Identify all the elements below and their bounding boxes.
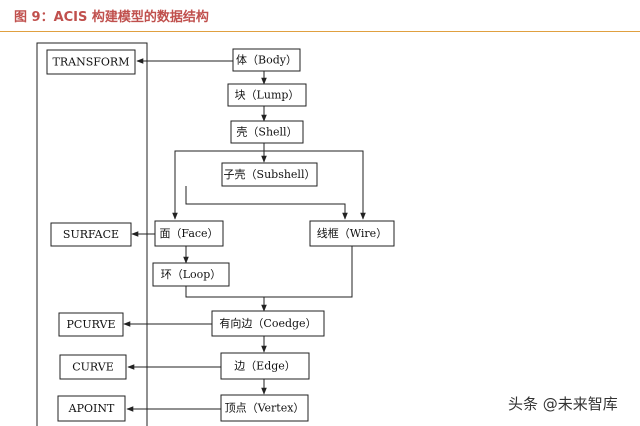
node-body: 体（Body） <box>232 48 301 72</box>
node-curve-label: CURVE <box>72 361 114 374</box>
node-edge-label: 边（Edge） <box>234 360 296 373</box>
edge-shell-face <box>172 150 264 220</box>
node-apoint-label: APOINT <box>68 402 115 415</box>
edge-subshell-wire <box>185 186 348 220</box>
node-surface-label: SURFACE <box>63 228 119 241</box>
node-body-label: 体（Body） <box>236 53 297 67</box>
node-vertex-label: 顶点（Vertex） <box>225 402 305 415</box>
node-lump: 块（Lump） <box>227 83 307 107</box>
figure-title: 图 9：ACIS 构建模型的数据结构 <box>14 10 209 25</box>
node-subshell: 子壳（Subshell） <box>221 162 318 187</box>
node-face-label: 面（Face） <box>159 227 218 240</box>
node-vertex: 顶点（Vertex） <box>220 394 309 422</box>
node-face: 面（Face） <box>154 220 224 247</box>
node-edge: 边（Edge） <box>220 352 310 380</box>
node-lump-label: 块（Lump） <box>235 89 300 102</box>
node-shell-label: 壳（Shell） <box>236 125 297 139</box>
edge-shell-wire <box>264 150 366 220</box>
watermark-text: 头条 @未来智库 <box>508 395 618 413</box>
node-pcurve-label: PCURVE <box>67 318 116 331</box>
node-loop-label: 环（Loop） <box>161 268 222 281</box>
node-shell: 壳（Shell） <box>230 120 304 144</box>
node-coedge: 有向边（Coedge） <box>211 310 325 337</box>
edge-wire-merge <box>264 246 353 298</box>
title-divider <box>0 31 640 32</box>
node-transform: TRANSFORM <box>46 49 136 75</box>
node-surface: SURFACE <box>50 222 132 247</box>
node-pcurve: PCURVE <box>58 312 124 337</box>
node-transform-label: TRANSFORM <box>53 56 130 69</box>
node-wire: 线框（Wire） <box>309 220 395 247</box>
geometry-frame <box>36 42 148 426</box>
node-curve: CURVE <box>59 354 127 380</box>
node-subshell-label: 子壳（Subshell） <box>224 167 316 181</box>
edge-loop-merge <box>185 285 264 298</box>
node-wire-label: 线框（Wire） <box>317 226 387 240</box>
node-apoint: APOINT <box>57 395 126 422</box>
node-coedge-label: 有向边（Coedge） <box>219 316 316 330</box>
node-loop: 环（Loop） <box>152 262 230 287</box>
